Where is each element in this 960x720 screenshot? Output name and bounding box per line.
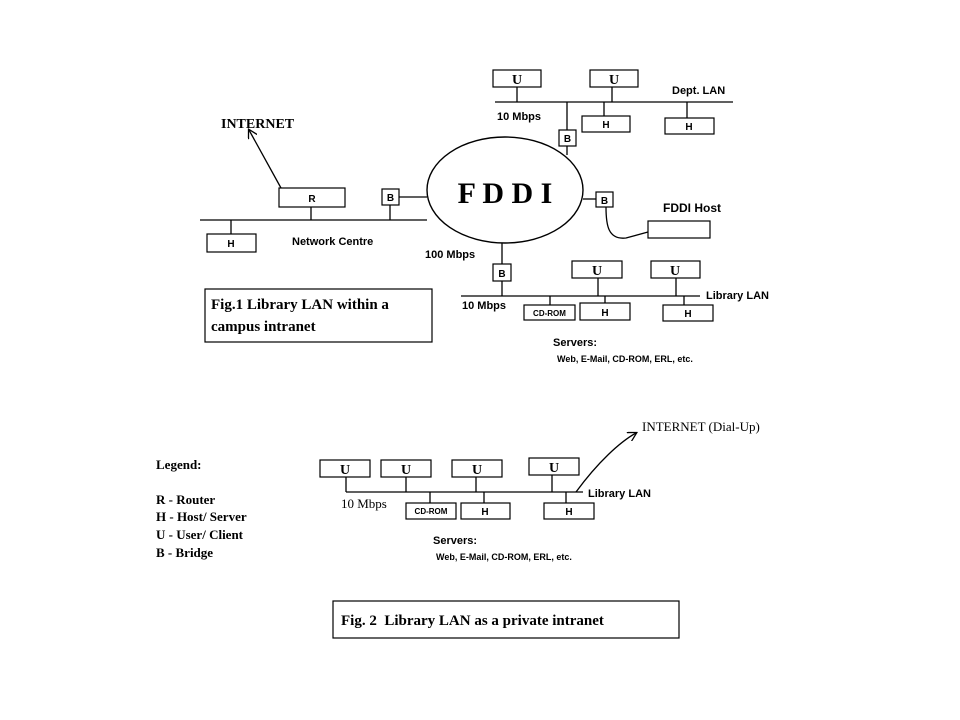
- fig2-servers-list: Web, E-Mail, CD-ROM, ERL, etc.: [436, 552, 572, 562]
- network-centre-label: Network Centre: [292, 236, 373, 248]
- fddi-host-label: FDDI Host: [663, 201, 721, 215]
- lib-host1-label: H: [601, 308, 608, 319]
- internet-label: INTERNET: [221, 117, 295, 132]
- lib-user1-label: U: [592, 264, 602, 279]
- dept-host2-box: [664, 117, 715, 135]
- fig1-servers-list: Web, E-Mail, CD-ROM, ERL, etc.: [557, 354, 693, 364]
- legend-title: Legend:: [156, 457, 202, 472]
- dept-speed-label: 10 Mbps: [497, 111, 541, 123]
- legend-item-host: H - Host/ Server: [156, 509, 247, 524]
- router-box: [278, 187, 346, 208]
- fig2-host2-label: H: [565, 507, 572, 518]
- library-lan-label: Library LAN: [706, 290, 769, 302]
- lib-cdrom-label: CD-ROM: [533, 309, 566, 318]
- dept-bridge-box: [558, 129, 577, 147]
- nc-bridge-box: [381, 188, 400, 206]
- fddi-host-link: [605, 206, 649, 239]
- fig2-caption-box: [332, 600, 680, 639]
- lib-100mbps-label: 100 Mbps: [425, 249, 475, 261]
- nc-host-label: H: [227, 239, 234, 250]
- fddi-label: F D D I: [458, 177, 553, 210]
- fig1-caption-line2: campus intranet: [211, 319, 316, 335]
- dept-lan-label: Dept. LAN: [672, 85, 725, 97]
- lib-user2-label: U: [670, 264, 680, 279]
- dept-user2-box: [589, 69, 639, 88]
- fig2-library-lan-label: Library LAN: [588, 488, 651, 500]
- fig2-user4-label: U: [549, 461, 559, 476]
- dept-user1-box: [492, 69, 542, 88]
- lib-user1-box: [571, 260, 623, 279]
- fddi-host-box: [647, 220, 711, 239]
- fig1-caption-box: [204, 288, 433, 343]
- fig2-user1-label: U: [340, 463, 350, 478]
- lib-host2-label: H: [684, 309, 691, 320]
- fig2-caption: Fig. 2 Library LAN as a private intranet: [341, 613, 604, 629]
- lib-user2-box: [650, 260, 701, 279]
- lib-cdrom-box: [523, 304, 576, 321]
- dept-host1-label: H: [602, 120, 609, 131]
- legend-item-router: R - Router: [156, 492, 215, 507]
- fig2-user2-box: [380, 459, 432, 478]
- fig2-user1-box: [319, 459, 371, 478]
- fig2-user4-box: [528, 457, 580, 476]
- fddi-ring: [426, 136, 584, 244]
- fig1-caption-line1: Fig.1 Library LAN within a: [211, 297, 389, 313]
- fig2-host2-box: [543, 502, 595, 520]
- lib-bridge-label: B: [498, 269, 505, 280]
- dept-host2-label: H: [685, 122, 692, 133]
- dept-user2-label: U: [609, 73, 619, 88]
- fig2-user3-label: U: [472, 463, 482, 478]
- fddi-host-bridge-label: B: [601, 196, 608, 207]
- lib-host1-box: [579, 302, 631, 321]
- fig1-servers-label: Servers:: [553, 337, 597, 349]
- fig2-host1-box: [460, 502, 511, 520]
- fig2-cdrom-label: CD-ROM: [415, 507, 448, 516]
- internet-arrow: [249, 130, 282, 189]
- fig2-internet-label: INTERNET (Dial-Up): [642, 419, 760, 434]
- lib-host2-box: [662, 304, 714, 322]
- router-label: R: [308, 194, 316, 205]
- fig2-user2-label: U: [401, 463, 411, 478]
- fig2-host1-label: H: [481, 507, 488, 518]
- dept-user1-label: U: [512, 73, 522, 88]
- dept-host1-box: [581, 115, 631, 133]
- nc-host-box: [206, 233, 257, 253]
- legend-item-user: U - User/ Client: [156, 527, 244, 542]
- fddi-host-bridge-box: [595, 191, 614, 208]
- legend-item-bridge: B - Bridge: [156, 545, 213, 560]
- fig2-internet-arrow: [575, 433, 636, 493]
- fig2-cdrom-box: [405, 502, 457, 520]
- dept-bridge-label: B: [564, 134, 571, 145]
- lib-10mbps-label: 10 Mbps: [462, 300, 506, 312]
- fig2-user3-box: [451, 459, 503, 478]
- fig2-servers-label: Servers:: [433, 535, 477, 547]
- nc-bridge-label: B: [387, 193, 394, 204]
- fig2-speed-label: 10 Mbps: [341, 496, 387, 511]
